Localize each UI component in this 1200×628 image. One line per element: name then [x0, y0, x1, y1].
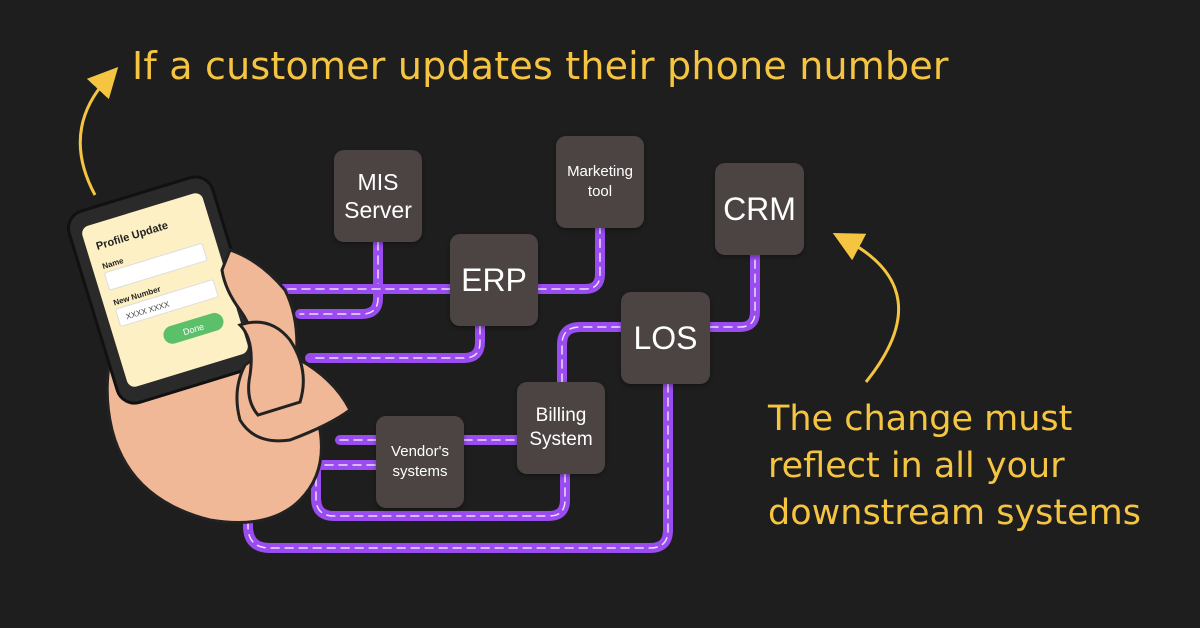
arrow-to-headline [78, 66, 119, 196]
phone-name-input[interactable] [104, 243, 208, 291]
node-erp-label: ERP [461, 261, 527, 298]
node-crm-label: CRM [723, 190, 796, 227]
node-mis-server: MIS Server [334, 150, 422, 242]
phone-screen [82, 193, 248, 387]
phone-number-input[interactable] [115, 279, 219, 327]
caption-line-2: reflect in all your [768, 446, 1065, 486]
caption-line-1: The change must [768, 399, 1073, 439]
caption: The change must reflect in all your down… [768, 396, 1188, 537]
node-mis-label-2: Server [344, 197, 412, 223]
pipe-mis-to-phone [295, 237, 383, 319]
arrow-to-crm [832, 232, 900, 383]
node-crm: CRM [715, 163, 804, 255]
node-vendor-systems: Vendor's systems [376, 416, 464, 508]
caption-line-3: downstream systems [768, 493, 1141, 533]
node-billing-label-1: Billing [535, 405, 587, 426]
node-marketing-label-1: Marketing [567, 163, 633, 180]
node-marketing-label-2: tool [587, 183, 613, 200]
node-los-label: LOS [633, 319, 698, 356]
headline: If a customer updates their phone number [132, 44, 949, 88]
pipe-erp-mkt [255, 223, 605, 294]
pipe-billing-los [557, 322, 626, 387]
pipe-erp-to-phone [305, 321, 485, 363]
node-erp: ERP [450, 234, 538, 326]
phone-done-button[interactable] [161, 311, 226, 346]
hand-with-phone: Profile Update Name New Number XXXX XXXX… [67, 175, 352, 524]
node-los: LOS [621, 292, 710, 384]
pipe-los-crm [705, 250, 760, 332]
node-mis-label-1: MIS [357, 169, 399, 195]
hand-finger-front [237, 320, 305, 417]
node-marketing-tool: Marketing tool [556, 136, 644, 228]
pipe-billing-loop [311, 457, 570, 521]
pipe-los-loop [243, 379, 673, 553]
node-vendor-label-2: systems [392, 463, 448, 480]
node-billing-system: Billing System [517, 382, 605, 474]
node-billing-label-2: System [529, 429, 593, 450]
node-vendor-label-1: Vendor's [391, 443, 449, 460]
